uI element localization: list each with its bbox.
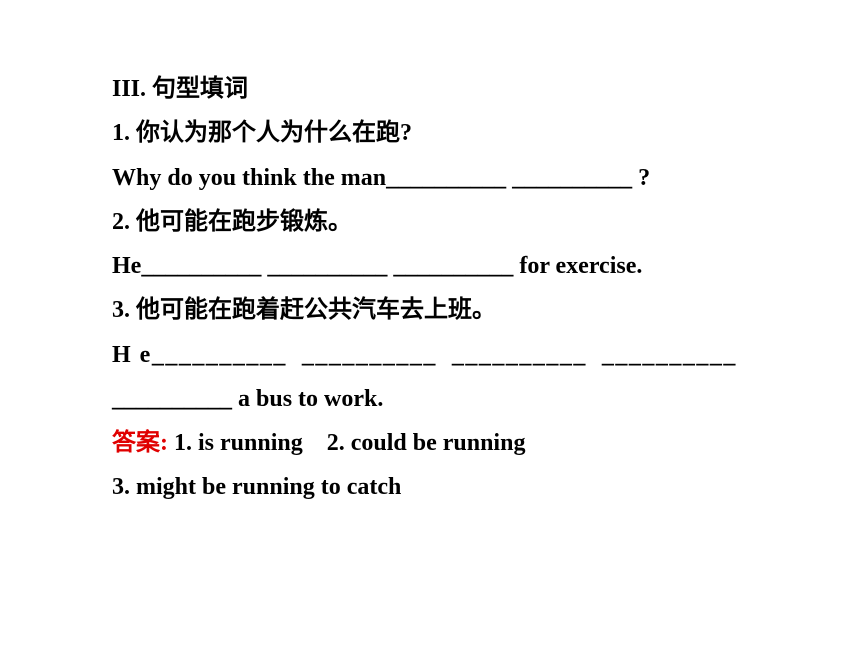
question-2-prompt: 2. 他可能在跑步锻炼。	[112, 209, 352, 235]
answer-text-1: 1. is running 2. could be running	[168, 430, 526, 456]
answer-line-2: 3. might be running to catch	[112, 474, 402, 500]
question-3-sentence-line-2: __________ a bus to work.	[112, 386, 384, 412]
question-1-prompt: 1. 你认为那个人为什么在跑?	[112, 120, 412, 146]
answer-line-1: 答案: 1. is running 2. could be running	[112, 428, 525, 458]
question-3-sentence-line-1: H e__________ __________ __________ ____…	[112, 342, 737, 368]
question-1-sentence: Why do you think the man__________ _____…	[112, 165, 651, 191]
question-2-sentence: He__________ __________ __________ for e…	[112, 253, 643, 279]
question-3-prompt: 3. 他可能在跑着赶公共汽车去上班。	[112, 297, 496, 323]
section-title: III. 句型填词	[112, 76, 249, 102]
answer-label: 答案:	[112, 430, 168, 456]
